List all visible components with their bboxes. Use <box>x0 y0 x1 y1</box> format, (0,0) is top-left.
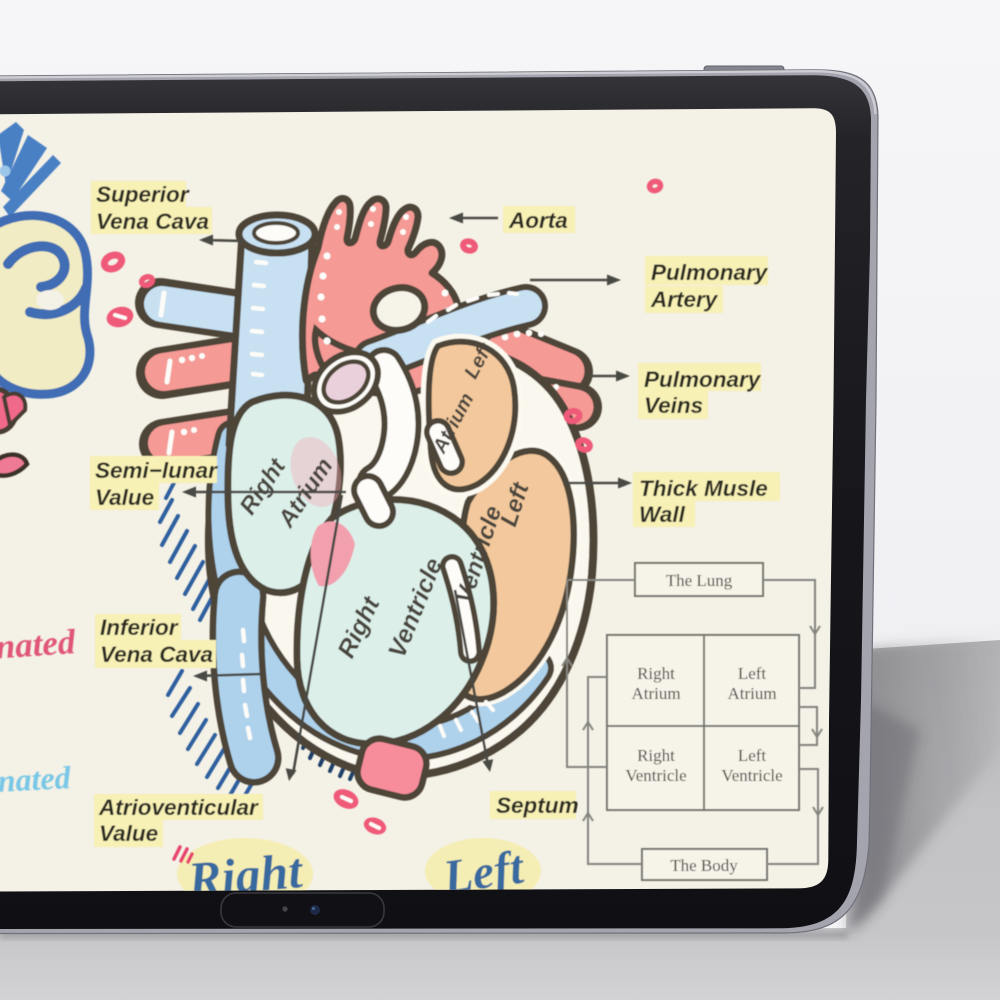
svg-text:nated: nated <box>0 759 72 799</box>
svg-text:Right: Right <box>637 746 675 765</box>
svg-text:Atrioventicular: Atrioventicular <box>98 795 259 820</box>
svg-text:Left: Left <box>738 746 767 765</box>
svg-text:Left: Left <box>738 664 767 683</box>
svg-text:Septum: Septum <box>496 793 579 818</box>
svg-text:Right: Right <box>185 842 306 908</box>
svg-text:Aorta: Aorta <box>508 208 568 233</box>
svg-text:Inferior: Inferior <box>100 615 179 640</box>
svg-text:Vena Cava: Vena Cava <box>96 209 209 234</box>
svg-text:nated: nated <box>0 622 77 667</box>
svg-text:Superior: Superior <box>96 182 190 207</box>
svg-text:Atrium: Atrium <box>631 684 680 703</box>
svg-text:Ventricle: Ventricle <box>625 766 686 785</box>
svg-text:Thick Musle: Thick Musle <box>639 476 768 501</box>
svg-text:Veins: Veins <box>644 393 703 418</box>
svg-text:Vena Cava: Vena Cava <box>100 642 213 667</box>
svg-text:Right: Right <box>637 664 675 683</box>
svg-text:Value: Value <box>99 821 158 846</box>
svg-text:The Lung: The Lung <box>666 571 733 590</box>
svg-text:Wall: Wall <box>639 502 686 527</box>
svg-text:Value: Value <box>95 485 154 510</box>
svg-text:Atrium: Atrium <box>727 684 776 703</box>
svg-text:Semi−lunar: Semi−lunar <box>95 458 218 483</box>
svg-text:Pulmonary: Pulmonary <box>651 260 769 285</box>
svg-text:Ventricle: Ventricle <box>721 766 782 785</box>
svg-text:Left: Left <box>439 840 528 904</box>
svg-text:Artery: Artery <box>650 287 719 312</box>
svg-text:Pulmonary: Pulmonary <box>644 367 762 392</box>
svg-text:The Body: The Body <box>670 856 738 875</box>
